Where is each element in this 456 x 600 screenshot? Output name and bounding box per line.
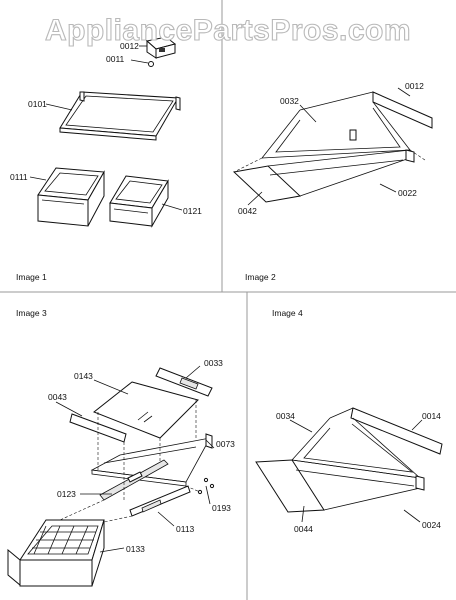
part-crisper-drawer	[7, 519, 105, 587]
panel-title: Image 4	[272, 308, 303, 318]
callout-0011: 0011	[106, 54, 125, 64]
callout-0024: 0024	[422, 520, 441, 530]
callout-0012-small: 0012	[120, 41, 139, 51]
panel-image-2: 0032 0012 0042 0022 Image 2	[232, 81, 433, 282]
callout-0014: 0014	[422, 411, 441, 421]
part-slide-right	[129, 485, 191, 517]
callout-0012: 0012	[405, 81, 424, 91]
part-drawer-left	[37, 167, 105, 227]
callout-0111: 0111	[10, 172, 28, 182]
part-screw	[148, 61, 154, 67]
callout-0022: 0022	[398, 188, 417, 198]
callout-0113: 0113	[176, 524, 195, 534]
callout-0033: 0033	[204, 358, 223, 368]
part-rear-rail	[155, 367, 213, 397]
callout-0101: 0101	[28, 99, 47, 109]
callout-0133: 0133	[126, 544, 145, 554]
panel-image-1: 0012 0011 0101 0111 0121 Image 1	[10, 36, 202, 282]
panel-title: Image 2	[245, 272, 276, 282]
panel-title: Image 1	[16, 272, 47, 282]
callout-0123: 0123	[57, 489, 76, 499]
part-tray-right	[109, 175, 169, 228]
part-shelf-assembly	[255, 407, 443, 513]
panel-image-4: 0034 0014 0044 0024 Image 4	[255, 308, 443, 534]
part-shelf	[59, 91, 181, 141]
panel-image-3: 0033 0143 0043 0073 0123 0193 0113 0133 …	[7, 308, 235, 587]
callout-0032: 0032	[280, 96, 299, 106]
part-bracket	[145, 36, 177, 59]
part-shelf-frame	[90, 433, 213, 487]
callout-0193: 0193	[212, 503, 231, 513]
panel-title: Image 3	[16, 308, 47, 318]
watermark-text: AppliancePartsPros.com	[45, 14, 411, 47]
callout-0043: 0043	[48, 392, 67, 402]
callout-0143: 0143	[74, 371, 93, 381]
part-shelf-frame	[232, 91, 433, 203]
callout-0121: 0121	[183, 206, 202, 216]
callout-0042: 0042	[238, 206, 257, 216]
callout-0034: 0034	[276, 411, 295, 421]
callout-0044: 0044	[294, 524, 313, 534]
callout-0073: 0073	[216, 439, 235, 449]
